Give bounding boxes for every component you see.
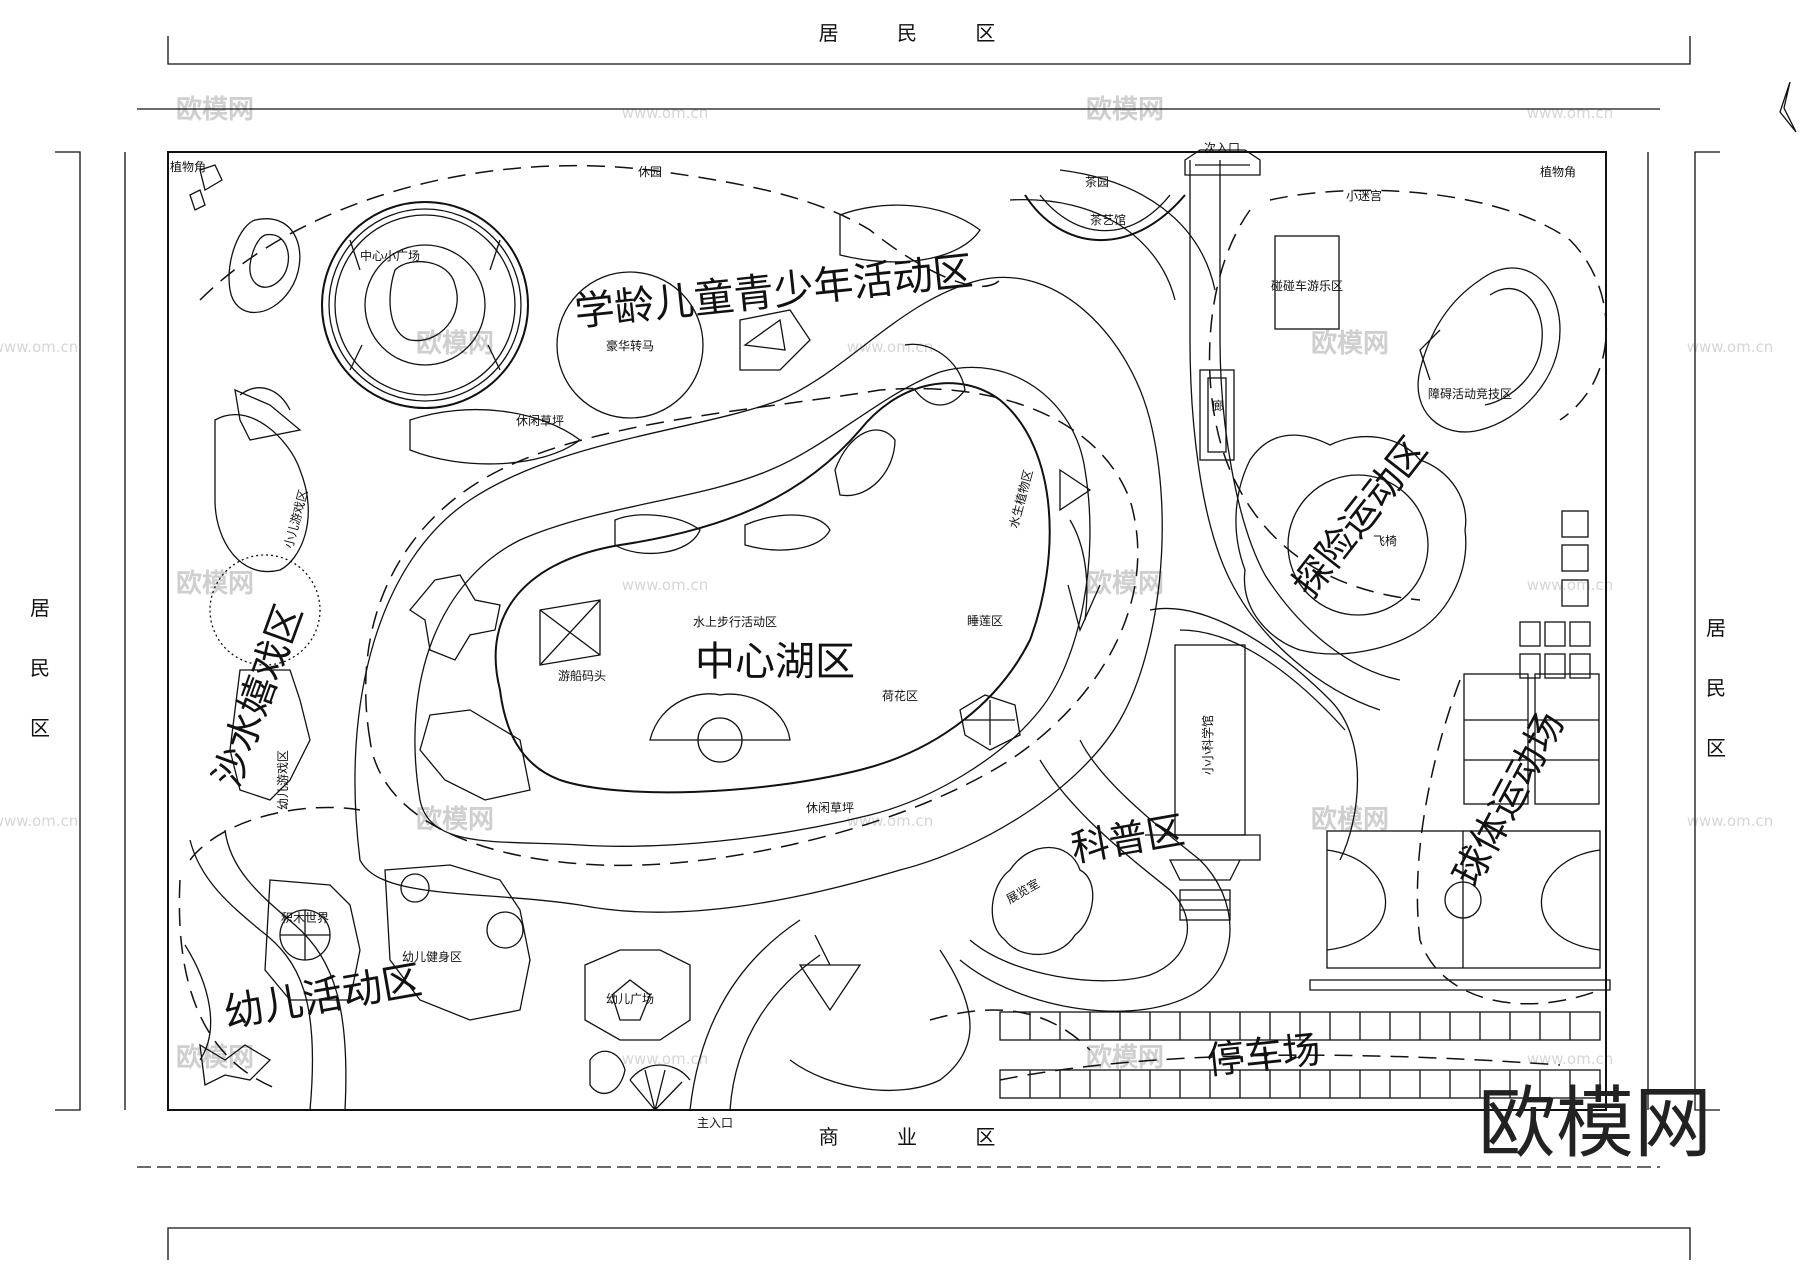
label-flying-chairs: 飞椅: [1373, 534, 1397, 548]
label-children-play: 小儿游戏区: [282, 488, 311, 550]
zone-title-parking: 停车场: [1205, 1027, 1323, 1083]
watermark-url: www.om.cn: [622, 1050, 709, 1068]
label-small-science-hall: 小小科学馆: [1200, 715, 1215, 775]
zone-title-adventure: 探险运动区: [1284, 429, 1436, 606]
watermark: 欧模网: [176, 568, 254, 599]
watermark-url: www.om.cn: [1687, 812, 1774, 830]
watermark: 欧模网: [1086, 568, 1164, 599]
label-lawn-bottom: 休闲草坪: [806, 801, 854, 815]
watermark-url: www.om.cn: [1687, 338, 1774, 356]
label-corridor: 廊: [1212, 398, 1224, 413]
zone-boundaries: [178, 164, 1607, 1091]
watermark-url: www.om.cn: [1527, 104, 1614, 122]
label-lawn-top: 休闲草坪: [516, 414, 564, 428]
svg-text:居: 居: [30, 596, 50, 620]
svg-text:区: 区: [1706, 736, 1726, 760]
sand-play-zone: [209, 387, 321, 801]
watermark: 欧模网: [1086, 1042, 1164, 1073]
label-plant-corner-left: 植物角: [170, 159, 206, 174]
label-secondary-entrance: 次入口: [1204, 141, 1240, 155]
label-toddler-games: 幼儿游戏区: [276, 750, 290, 810]
label-dock: 游船码头: [558, 669, 606, 683]
label-tea-garden: 茶园: [1085, 174, 1109, 189]
zone-title-sand-play: 沙水嬉戏区: [205, 599, 311, 793]
watermark-url: www.om.cn: [622, 104, 709, 122]
label-exhibition: 展览室: [1003, 876, 1042, 907]
svg-text:民: 民: [1706, 676, 1726, 700]
watermark: 欧模网: [1311, 804, 1389, 835]
edge-label-right: 居 民 区: [1706, 616, 1726, 760]
edge-label-bottom: 商 业 区: [819, 1125, 1022, 1149]
watermark-url: www.om.cn: [622, 576, 709, 594]
toddler-activity-zone: [184, 864, 531, 1086]
site-frame: [55, 36, 1797, 1260]
brand-watermark: 欧模网: [1478, 1079, 1712, 1169]
edge-label-top: 居 民 区: [819, 21, 1022, 45]
edge-label-left: 居 民 区: [30, 596, 50, 740]
svg-text:居: 居: [1706, 616, 1726, 640]
parking-lot: [999, 1011, 1601, 1099]
watermark-url: www.om.cn: [1527, 576, 1614, 594]
watermark: 欧模网: [416, 328, 494, 359]
label-reed-area: 睡莲区: [967, 614, 1003, 628]
label-water-walk: 水上步行活动区: [693, 615, 777, 629]
label-leisure-garden: 休园: [638, 165, 662, 179]
tea-garden: [1024, 149, 1261, 242]
label-obstacle-sport: 障碍活动竞技区: [1428, 386, 1512, 401]
label-bumper-cars: 碰碰车游乐区: [1271, 278, 1343, 293]
watermark-layer: 欧模网 www.om.cn 欧模网 www.om.cn www.om.cn 欧模…: [0, 94, 1773, 1073]
toddler-plaza: [584, 934, 862, 1111]
label-main-entrance: 主入口: [697, 1116, 733, 1130]
label-plant-corner-right: 植物角: [1540, 164, 1576, 179]
zone-title-youth-activity: 学龄儿童青少年活动区: [572, 248, 975, 336]
zone-title-toddler-activity: 幼儿活动区: [220, 957, 425, 1037]
adventure-zone: [1199, 235, 1591, 679]
label-water-fountain: 水生植物区: [1006, 468, 1036, 530]
watermark: 欧模网: [416, 804, 494, 835]
watermark-url: www.om.cn: [1527, 1050, 1614, 1068]
svg-text:区: 区: [30, 716, 50, 740]
label-lotus-area: 荷花区: [882, 688, 918, 703]
label-central-plaza: 中心小广场: [360, 248, 420, 263]
label-toddler-plaza: 幼儿广场: [606, 992, 654, 1006]
watermark: 欧模网: [1311, 328, 1389, 359]
label-tea-house: 茶艺馆: [1090, 212, 1126, 227]
svg-text:民: 民: [30, 656, 50, 680]
label-small-maze: 小迷宫: [1346, 188, 1382, 203]
watermark-url: www.om.cn: [0, 338, 78, 356]
label-carousel: 豪华转马: [606, 338, 654, 353]
watermark-url: www.om.cn: [847, 812, 934, 830]
label-block-world: 积木世界: [281, 911, 329, 925]
watermark-url: www.om.cn: [0, 812, 78, 830]
ball-sports-courts: [1309, 673, 1611, 991]
watermark-url: www.om.cn: [847, 338, 934, 356]
zone-title-central-lake: 中心湖区: [695, 639, 855, 685]
label-toddler-fitness: 幼儿健身区: [402, 949, 462, 964]
science-zone: [991, 644, 1261, 956]
central-lake: [409, 343, 1101, 801]
